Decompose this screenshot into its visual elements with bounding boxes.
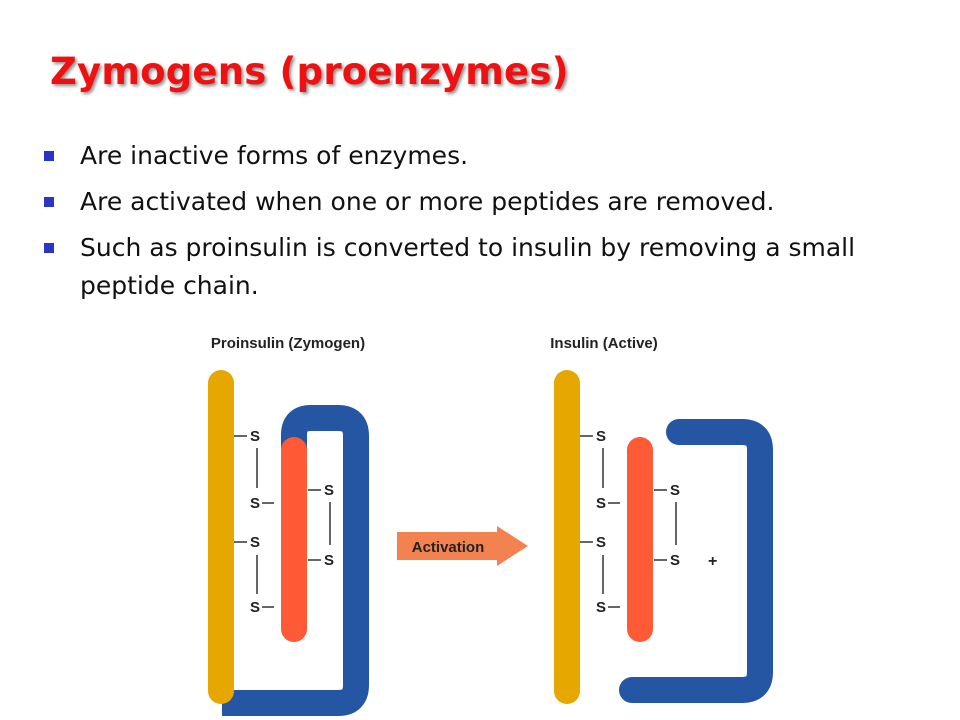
sulfur-label: S bbox=[324, 552, 334, 569]
square-bullet-icon bbox=[44, 243, 54, 253]
sulfur-label: S bbox=[596, 428, 606, 445]
sulfur-label: S bbox=[250, 599, 260, 616]
slide-title: Zymogens (proenzymes) bbox=[50, 50, 569, 93]
bullet-item: Such as proinsulin is converted to insul… bbox=[42, 229, 940, 305]
sulfur-label: S bbox=[596, 534, 606, 551]
bullet-text: Such as proinsulin is converted to insul… bbox=[80, 233, 856, 300]
c-peptide-chain bbox=[222, 405, 369, 716]
insulin-label: Insulin (Active) bbox=[550, 335, 658, 352]
sulfur-label: S bbox=[250, 428, 260, 445]
sulfur-label: S bbox=[250, 534, 260, 551]
sulfur-label: S bbox=[324, 482, 334, 499]
disulfide-bonds-right bbox=[580, 435, 677, 608]
sulfur-label: S bbox=[670, 482, 680, 499]
square-bullet-icon bbox=[44, 151, 54, 161]
plus-sign: + bbox=[708, 553, 717, 570]
bullet-text: Are activated when one or more peptides … bbox=[80, 187, 775, 216]
disulfide-bonds-left bbox=[234, 435, 331, 608]
sulfur-labels-left: S S S S S S bbox=[250, 428, 334, 616]
sulfur-label: S bbox=[596, 495, 606, 512]
bullet-item: Are activated when one or more peptides … bbox=[42, 183, 942, 221]
activation-arrow-icon bbox=[397, 526, 528, 566]
released-c-peptide-chain bbox=[619, 419, 773, 703]
bullet-text: Are inactive forms of enzymes. bbox=[80, 141, 469, 170]
proinsulin-label: Proinsulin (Zymogen) bbox=[211, 335, 365, 352]
sulfur-label: S bbox=[250, 495, 260, 512]
sulfur-labels-right: S S S S S S bbox=[596, 428, 680, 616]
bullet-list: Are inactive forms of enzymes. Are activ… bbox=[42, 137, 942, 313]
bullet-item: Are inactive forms of enzymes. bbox=[42, 137, 942, 175]
activation-label: Activation bbox=[412, 539, 485, 556]
square-bullet-icon bbox=[44, 197, 54, 207]
sulfur-label: S bbox=[670, 552, 680, 569]
sulfur-label: S bbox=[596, 599, 606, 616]
